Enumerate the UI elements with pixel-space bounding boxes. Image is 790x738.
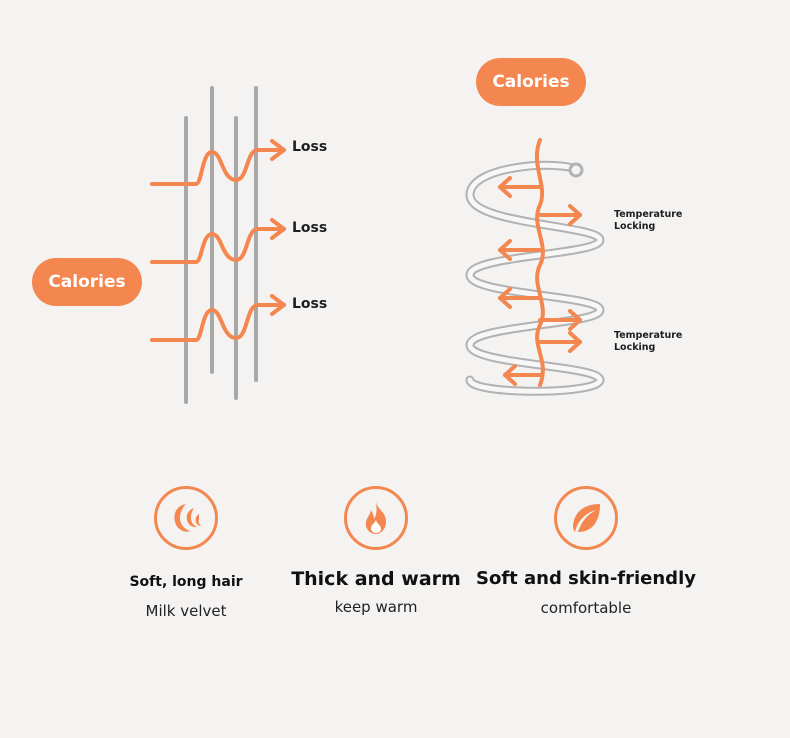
calories-label-left: Calories xyxy=(32,258,142,306)
wave-icon xyxy=(174,504,201,532)
temp-locking-line1: Temperature xyxy=(614,209,683,220)
feature-icon-circle xyxy=(344,486,408,550)
feature-thick-warm: Thick and warm keep warm xyxy=(266,486,486,616)
heat-loss-arrows xyxy=(150,139,286,342)
temp-locking-line2: Locking xyxy=(614,342,656,353)
feature-soft-long-hair: Soft, long hair Milk velvet xyxy=(76,486,296,620)
feature-subtitle: comfortable xyxy=(540,599,632,617)
loss-label-3: Loss xyxy=(292,296,328,312)
feature-icon-circle xyxy=(554,486,618,550)
loss-label-1: Loss xyxy=(292,139,328,155)
temp-locking-line2: Locking xyxy=(614,221,656,232)
temp-locking-label-1: Temperature Locking xyxy=(614,209,682,233)
locked-heat-arrows xyxy=(498,138,582,387)
feature-title: Thick and warm xyxy=(291,568,461,590)
temp-locking-line1: Temperature xyxy=(614,330,683,341)
feature-icon-circle xyxy=(154,486,218,550)
loss-label-2: Loss xyxy=(292,220,328,236)
feature-title: Soft, long hair xyxy=(129,574,243,590)
flame-icon xyxy=(365,502,386,534)
coil-highlight xyxy=(467,162,603,394)
feature-title: Soft and skin-friendly xyxy=(476,568,696,589)
leaf-icon xyxy=(573,504,600,532)
feature-skin-friendly: Soft and skin-friendly comfortable xyxy=(476,486,696,617)
feature-subtitle: keep warm xyxy=(334,598,418,616)
feature-subtitle: Milk velvet xyxy=(145,602,227,620)
coil-end xyxy=(568,162,584,178)
temp-locking-label-2: Temperature Locking xyxy=(614,330,682,354)
calories-label-right: Calories xyxy=(476,58,586,106)
